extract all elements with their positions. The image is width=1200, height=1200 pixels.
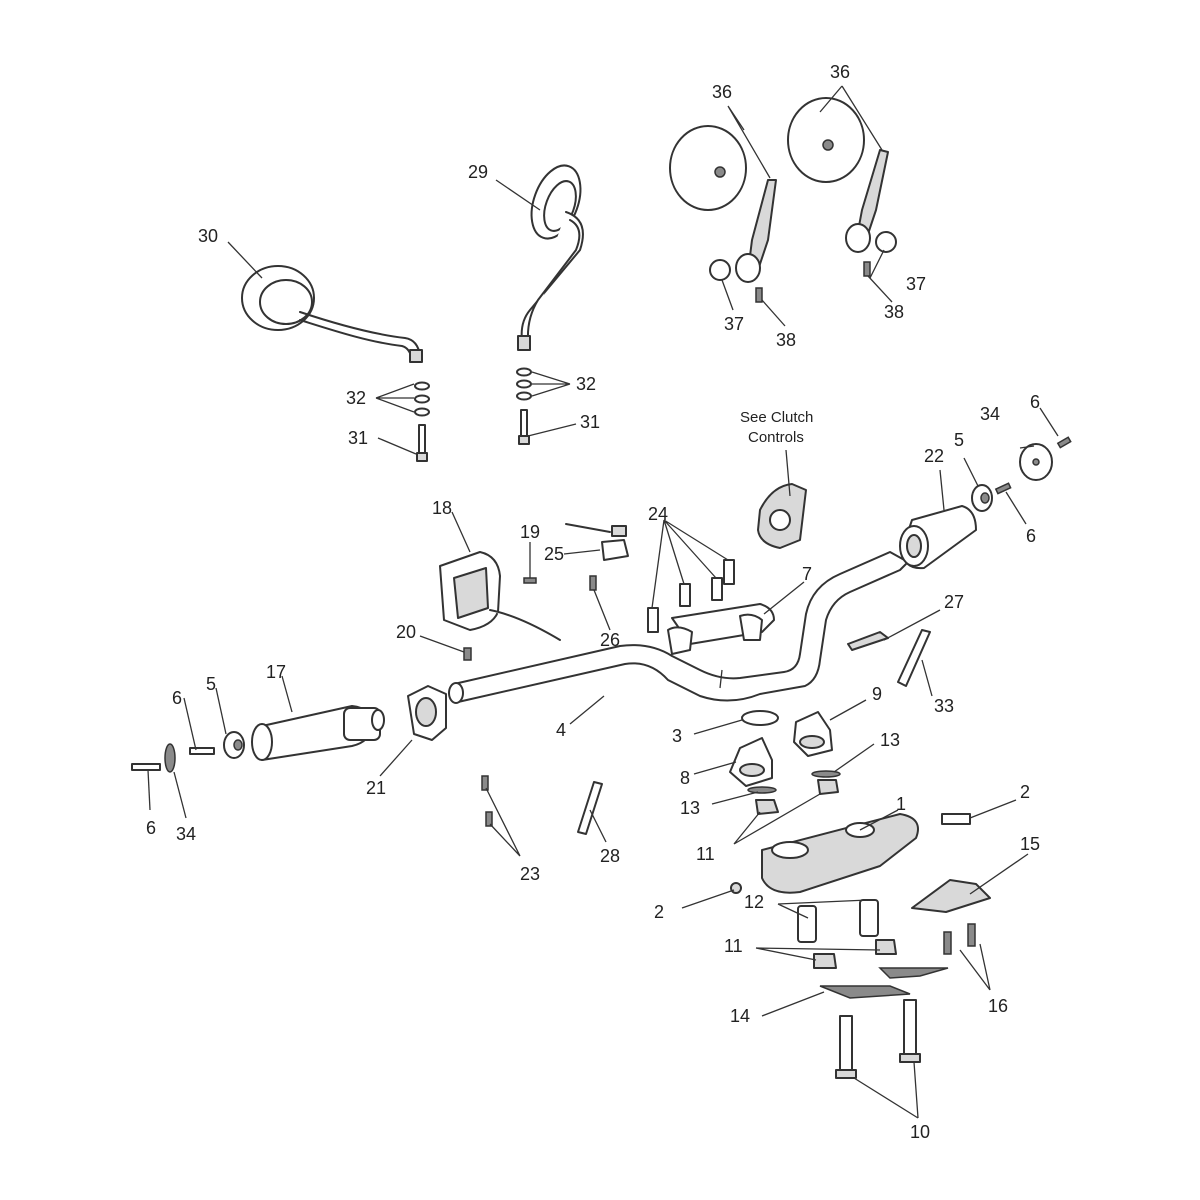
- label-26: 26: [600, 630, 620, 650]
- part-29-mirror-right: [517, 164, 584, 351]
- label-9: 9: [872, 684, 882, 704]
- label-36: 36: [712, 82, 732, 102]
- label-13: 13: [680, 798, 700, 818]
- label-37: 37: [906, 274, 926, 294]
- label-24: 24: [648, 504, 668, 524]
- label-28: 28: [600, 846, 620, 866]
- label-23: 23: [520, 864, 540, 884]
- label-13: 13: [880, 730, 900, 750]
- label-18: 18: [432, 498, 452, 518]
- part-3-spacer: [741, 710, 779, 726]
- part-20-screw: [463, 647, 472, 661]
- label-38: 38: [776, 330, 796, 350]
- part-25-cable-clamp: [565, 523, 629, 561]
- part-19-screw: [523, 577, 537, 584]
- label-17: 17: [266, 662, 286, 682]
- clutch-controls-reference: [757, 483, 807, 549]
- label-12: 12: [744, 892, 764, 912]
- part-23-screws: [481, 775, 493, 827]
- part-32-washers-right: [516, 367, 532, 401]
- label-6: 6: [172, 688, 182, 708]
- label-20: 20: [396, 622, 416, 642]
- part-12-bushes: [797, 899, 879, 943]
- part-13-washers: [747, 770, 841, 794]
- part-16-bolts: [943, 923, 976, 955]
- callout-labels: 30 29 36 36 37 37 38 38 32 32 31 31 See …: [146, 62, 1040, 1142]
- label-22: 22: [924, 446, 944, 466]
- label-2: 2: [1020, 782, 1030, 802]
- part-14-plate: [819, 967, 949, 999]
- label-27: 27: [944, 592, 964, 612]
- part-2-washer: [730, 882, 742, 894]
- note-line-2: Controls: [748, 429, 804, 446]
- part-7-clamp: [667, 603, 775, 655]
- part-5-spacer-right: [971, 484, 993, 512]
- part-21-throttle-housing: [407, 685, 447, 741]
- part-27-clip: [847, 631, 889, 651]
- part-11-rubber-lower: [813, 939, 897, 969]
- part-8-riser-lower: [729, 737, 773, 787]
- part-34-weight-left: [164, 743, 176, 773]
- part-34-weight-right: [1019, 436, 1072, 481]
- label-34: 34: [980, 404, 1000, 424]
- label-11: 11: [724, 936, 743, 956]
- label-2: 2: [654, 902, 664, 922]
- label-8: 8: [680, 768, 690, 788]
- label-36: 36: [830, 62, 850, 82]
- label-10: 10: [910, 1122, 930, 1142]
- part-32-washers-left: [414, 381, 430, 417]
- label-25: 25: [544, 544, 564, 564]
- part-2-pinch-bolt: [941, 813, 971, 825]
- label-6: 6: [1030, 392, 1040, 412]
- label-38: 38: [884, 302, 904, 322]
- label-33: 33: [934, 696, 954, 716]
- label-31: 31: [348, 428, 368, 448]
- label-21: 21: [366, 778, 386, 798]
- part-18-switch-housing: [439, 551, 561, 641]
- label-15: 15: [1020, 834, 1040, 854]
- part-17-grip-left: [251, 705, 385, 761]
- label-32: 32: [346, 388, 366, 408]
- part-4-handlebar: [448, 551, 909, 704]
- label-4: 4: [556, 720, 566, 740]
- part-24-clamp-bolts: [647, 559, 735, 633]
- label-6: 6: [146, 818, 156, 838]
- part-1-top-yoke: [761, 813, 919, 894]
- label-5: 5: [954, 430, 964, 450]
- label-1: 1: [896, 794, 906, 814]
- label-29: 29: [468, 162, 488, 182]
- part-10-bolts: [835, 999, 921, 1079]
- part-9-riser-upper: [793, 711, 833, 757]
- note-line-1: See Clutch: [740, 409, 813, 426]
- label-34: 34: [176, 824, 196, 844]
- part-15-bracket: [911, 879, 991, 913]
- part-26-screw: [589, 575, 597, 591]
- label-31: 31: [580, 412, 600, 432]
- label-11: 11: [696, 844, 715, 864]
- label-5: 5: [206, 674, 216, 694]
- part-31-bolt-left: [416, 424, 428, 462]
- part-22-grip-right: [899, 505, 977, 570]
- part-36-bar-end-mirror-b: [787, 97, 897, 277]
- label-7: 7: [802, 564, 812, 584]
- label-6: 6: [1026, 526, 1036, 546]
- part-33-cable-tie: [897, 629, 931, 687]
- part-30-mirror-left: [241, 265, 423, 363]
- part-31-bolt-right: [518, 409, 530, 445]
- part-36-bar-end-mirror-a: [669, 125, 777, 303]
- label-19: 19: [520, 522, 540, 542]
- label-37: 37: [724, 314, 744, 334]
- part-11-rubber-upper: [755, 779, 839, 815]
- label-32: 32: [576, 374, 596, 394]
- label-3: 3: [672, 726, 682, 746]
- part-5-spacer-left: [223, 731, 245, 759]
- label-16: 16: [988, 996, 1008, 1016]
- part-6-screw-left: [131, 747, 215, 771]
- leader-lines: [147, 85, 1059, 1119]
- label-14: 14: [730, 1006, 750, 1026]
- label-30: 30: [198, 226, 218, 246]
- part-6-screw-right: [994, 482, 1012, 495]
- part-28-cable-tie: [577, 781, 603, 835]
